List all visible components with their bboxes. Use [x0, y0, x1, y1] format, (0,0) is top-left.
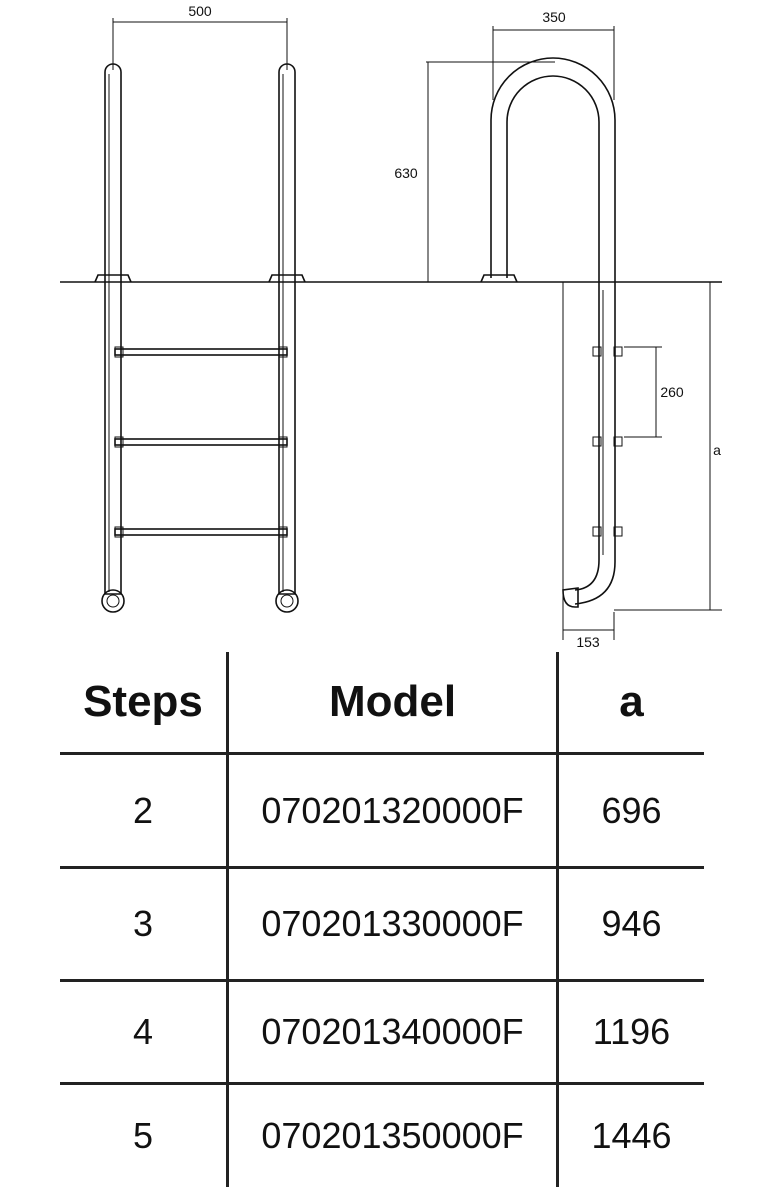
side-step-3 [592, 526, 623, 537]
front-view: 500 [94, 3, 306, 613]
depth-label: a [713, 442, 721, 458]
handrail-outer [490, 57, 616, 605]
table-divider [60, 979, 704, 982]
cell-steps: 3 [132, 903, 154, 944]
cell-a: 1446 [591, 1115, 672, 1156]
cell-a: 1196 [592, 1011, 671, 1052]
table-divider [556, 652, 559, 1187]
bottom-offset-label: 153 [576, 634, 600, 650]
handrail-height-label: 630 [394, 165, 418, 181]
header-steps: Steps [83, 677, 203, 726]
table-divider [60, 1082, 704, 1085]
step-2 [114, 436, 288, 448]
step-1 [114, 346, 288, 358]
cell-steps: 5 [132, 1115, 154, 1156]
step-spacing-label: 260 [660, 384, 684, 400]
cell-model: 070201350000F [261, 1115, 524, 1156]
step-3 [114, 526, 288, 538]
side-view: 350 630 260 [394, 9, 722, 650]
table-divider [60, 866, 704, 869]
right-rail [278, 63, 296, 595]
handrail-inner [506, 75, 600, 591]
side-width-label: 350 [542, 9, 566, 25]
front-width-label: 500 [188, 3, 212, 19]
left-rail [104, 63, 122, 595]
table-divider [60, 752, 704, 755]
ladder-drawing: 500 [60, 3, 722, 650]
cell-model: 070201330000F [261, 903, 524, 944]
side-step-1 [592, 346, 623, 357]
header-a: a [619, 677, 644, 726]
cell-model: 070201320000F [261, 789, 524, 831]
table-divider [226, 652, 229, 1187]
right-foot [275, 589, 299, 613]
cell-steps: 2 [132, 789, 154, 831]
left-foot [101, 589, 125, 613]
cell-a: 696 [601, 789, 662, 831]
spec-table: Steps Model a 2 070201320000F 696 3 0702… [60, 652, 704, 1200]
header-model: Model [328, 677, 457, 726]
side-step-2 [592, 436, 623, 447]
cell-model: 070201340000F [261, 1011, 524, 1052]
cell-a: 946 [601, 903, 662, 944]
cell-steps: 4 [132, 1011, 154, 1052]
